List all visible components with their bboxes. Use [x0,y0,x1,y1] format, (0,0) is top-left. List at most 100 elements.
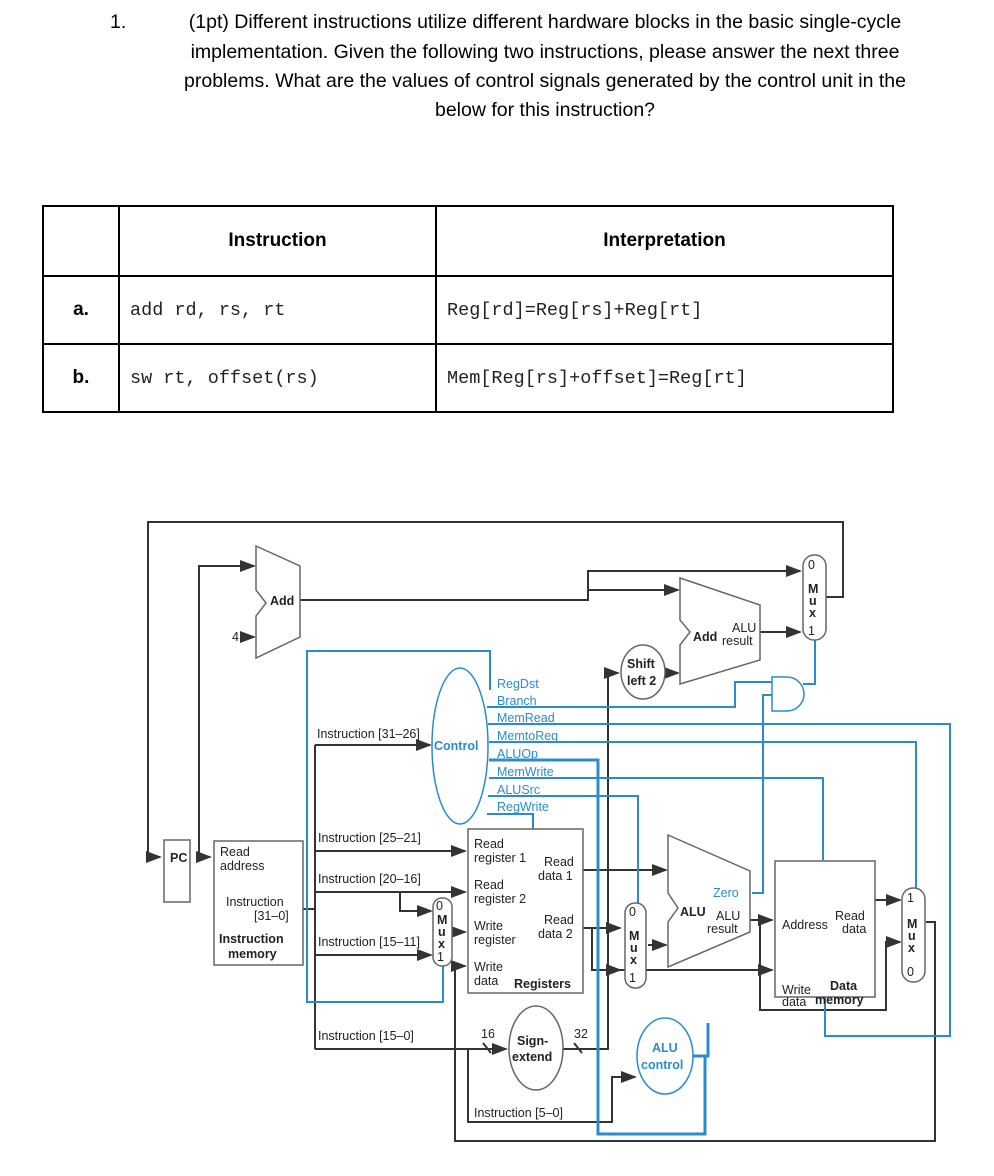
reg-label: Write [474,919,503,933]
imem-instruction: Instruction [226,895,284,909]
field-15-0: Instruction [15–0] [318,1029,414,1043]
mux-letter: u [908,929,916,943]
signal-branch: Branch [497,694,537,708]
mux-input-0: 0 [907,965,914,979]
signal-alusrc: ALUSrc [497,783,540,797]
mux-input-1: 1 [907,891,914,905]
pc-source-mux: 0 M u x 1 [802,554,827,641]
instruction-field-labels: Instruction [31–26] Instruction [25–21] … [317,727,563,1120]
interpretation-cell: Reg[rd]=Reg[rs]+Reg[rt] [435,275,894,345]
field-15-11: Instruction [15–11] [318,935,420,949]
constant-four: 4 [232,630,239,644]
reg-label: Read [544,913,574,927]
control-unit [431,667,489,825]
adder-label: Add [270,594,294,608]
pc-adder [255,544,301,660]
interpretation-cell: Mem[Reg[rs]+offset]=Reg[rt] [435,343,894,413]
reg-label: Read [544,855,574,869]
alu-control-label: control [641,1058,683,1072]
alu-result-label: ALU [716,909,740,923]
mux-letter: x [630,953,637,967]
imem-read: Read [220,845,250,859]
question-number: 1. [110,11,127,33]
and-gate [771,676,805,712]
alusrc-mux: 0 M u x 1 [624,902,647,989]
row-label: a. [42,275,120,345]
branch-adder [679,576,761,686]
shift-label: left 2 [627,674,656,688]
register-file-labels: Read register 1 Read register 2 Write re… [474,837,574,991]
question-line: problems. What are the values of control… [184,70,906,92]
pc-register [163,839,191,903]
field-20-16: Instruction [20–16] [318,872,421,886]
memtoreg-mux: 1 M u x 0 [901,887,926,983]
bus-width-32: 32 [574,1027,588,1041]
dmem-address: Address [782,918,828,932]
shift-label: Shift [627,657,656,671]
mux-letter: M [629,929,639,943]
question-line: below for this instruction? [434,99,656,121]
datapath-wires [146,521,936,1142]
reg-label: Read [474,878,504,892]
instruction-cell: add rd, rs, rt [118,275,437,345]
table-row: b. sw rt, offset(rs) Mem[Reg[rs]+offset]… [42,343,894,413]
imem-name: memory [228,947,277,961]
reg-label: data 2 [538,927,573,941]
regdst-mux: 0 M u x 1 [432,897,453,967]
pc-label: PC [170,851,187,865]
question-line: (1pt) Different instructions utilize dif… [188,11,902,33]
mux-input-0: 0 [629,905,636,919]
header-interpretation: Interpretation [435,205,894,277]
instruction-table: Instruction Interpretation a. add rd, rs… [42,205,894,413]
control-wires [306,640,951,1136]
alu-zero-label: Zero [713,886,739,900]
sign-extend [508,1005,564,1091]
mux-letter: u [438,925,446,939]
reg-label: data 1 [538,869,573,883]
question-line: implementation. Given the following two … [190,41,900,63]
control-signal-labels: RegDst Branch MemRead MemtoReg ALUOp Mem… [497,677,558,814]
sign-extend-label: extend [512,1050,552,1064]
row-label: b. [42,343,120,413]
signal-regdst: RegDst [497,677,539,691]
instruction-memory [213,840,304,966]
alu-control-label: ALU [652,1041,678,1055]
field-5-0: Instruction [5–0] [474,1106,563,1120]
mux-letter: u [809,594,817,608]
field-25-21: Instruction [25–21] [318,831,421,845]
signal-aluop: ALUOp [497,747,538,761]
field-31-26: Instruction [31–26] [317,727,420,741]
signal-regwrite: RegWrite [497,800,549,814]
mux-letter: M [907,917,917,931]
table-header-row: Instruction Interpretation [42,205,894,277]
sign-extend-label: Sign- [517,1034,548,1048]
imem-address: address [220,859,264,873]
signal-memread: MemRead [497,711,555,725]
data-memory [774,860,876,998]
dmem-name: Data [830,979,858,993]
mux-input-1: 1 [437,950,444,964]
main-alu [667,833,751,969]
mux-input-0: 0 [808,558,815,572]
branch-result-label: result [722,634,753,648]
alu-control [636,1017,694,1095]
dmem-write: Write [782,983,811,997]
mux-letter: x [438,937,445,951]
mux-input-1: 1 [629,971,636,985]
reg-label: register [474,933,516,947]
mux-input-1: 1 [808,624,815,638]
instruction-cell: sw rt, offset(rs) [118,343,437,413]
reg-label: register 1 [474,851,526,865]
register-file [467,828,584,994]
alu-label: ALU [680,905,706,919]
dmem-write-data: data [782,995,806,1009]
reg-label: data [474,974,498,988]
shift-left-2 [620,644,666,700]
reg-label: register 2 [474,892,526,906]
mux-letter: M [808,582,818,596]
control-label: Control [434,739,478,753]
imem-bits: [31–0] [254,909,289,923]
header-empty [42,205,120,277]
reg-label: Read [474,837,504,851]
